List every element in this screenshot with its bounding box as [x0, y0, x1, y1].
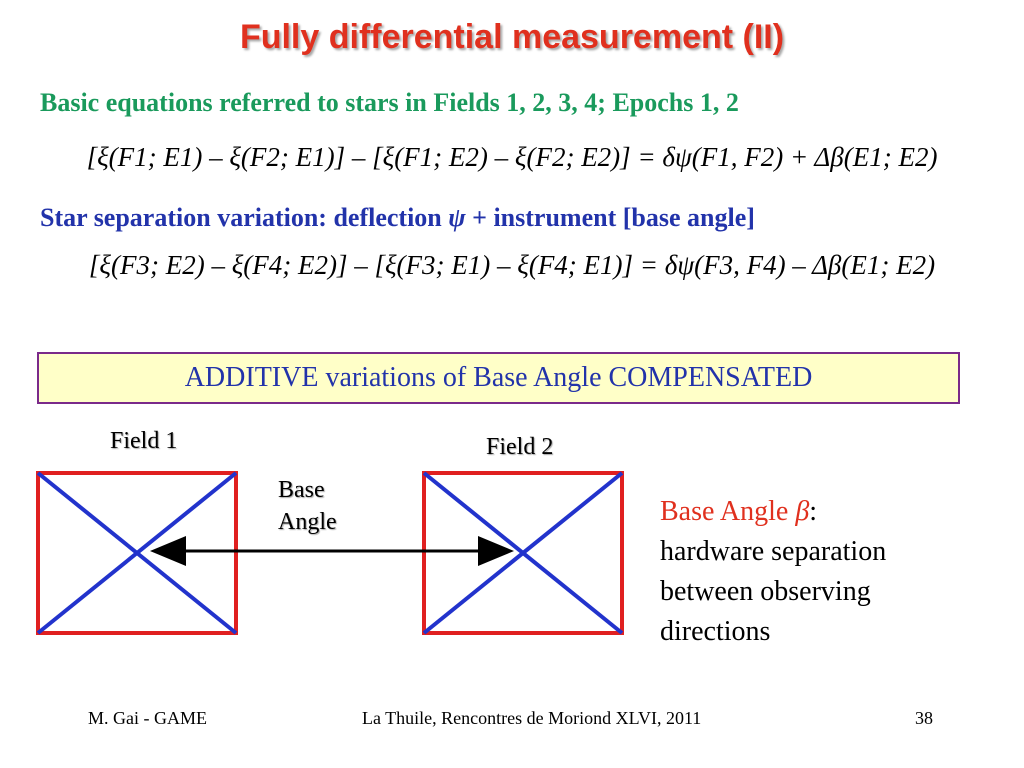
equation-1: [ξ(F1; E1) – ξ(F2; E1)] – [ξ(F1; E2) – ξ… [0, 142, 1024, 173]
equation-2-part-a: [ξ(F3; E2) – ξ(F4; E2)] [88, 250, 348, 280]
field-2-diagonal-b [422, 471, 624, 635]
base-angle-label-line-1: Base [278, 477, 325, 503]
footer-venue: La Thuile, Rencontres de Moriond XLVI, 2… [362, 708, 702, 728]
field-1-box [36, 471, 238, 635]
footer-page-number: 38 [915, 708, 933, 728]
equation-2-part-b: – [ξ(F3; E1) – ξ(F4; E1)] [354, 250, 634, 280]
field-2-label: Field 2 [486, 434, 554, 460]
field-1-diagonal-b [36, 471, 238, 635]
separation-text-1: Star separation variation: deflection [40, 203, 442, 232]
slide-title: Fully differential measurement (II) [239, 18, 785, 56]
psi-symbol: ψ [448, 203, 466, 232]
base-angle-label-line-2: Angle [278, 509, 337, 535]
equation-1-part-a: [ξ(F1; E1) – ξ(F2; E1)] [86, 142, 346, 172]
base-angle-description: Base Angle β: hardware separation betwee… [660, 492, 980, 652]
equation-1-part-b: – [ξ(F1; E2) – ξ(F2; E2)] [351, 142, 631, 172]
equation-1-part-c: = δψ(F1, F2) + Δβ(E1; E2) [637, 142, 938, 172]
equation-2: [ξ(F3; E2) – ξ(F4; E2)] – [ξ(F3; E1) – ξ… [0, 250, 1024, 281]
separation-heading: Star separation variation: deflection ψ … [40, 203, 755, 233]
beta-symbol: β [795, 496, 810, 527]
base-angle-definition: hardware separation between observing di… [660, 536, 887, 647]
highlight-box: ADDITIVE variations of Base Angle COMPEN… [37, 352, 960, 404]
base-angle-term: Base Angle [660, 496, 789, 527]
subtitle: Basic equations referred to stars in Fie… [40, 88, 739, 117]
field-1-label: Field 1 [110, 428, 178, 454]
description-colon: : [809, 496, 818, 527]
equation-2-part-c: = δψ(F3, F4) – Δβ(E1; E2) [639, 250, 936, 280]
field-2-box [422, 471, 624, 635]
footer-author: M. Gai - GAME [88, 708, 207, 728]
base-angle-label: Base Angle [278, 474, 337, 538]
separation-text-2: + instrument [base angle] [472, 203, 755, 232]
